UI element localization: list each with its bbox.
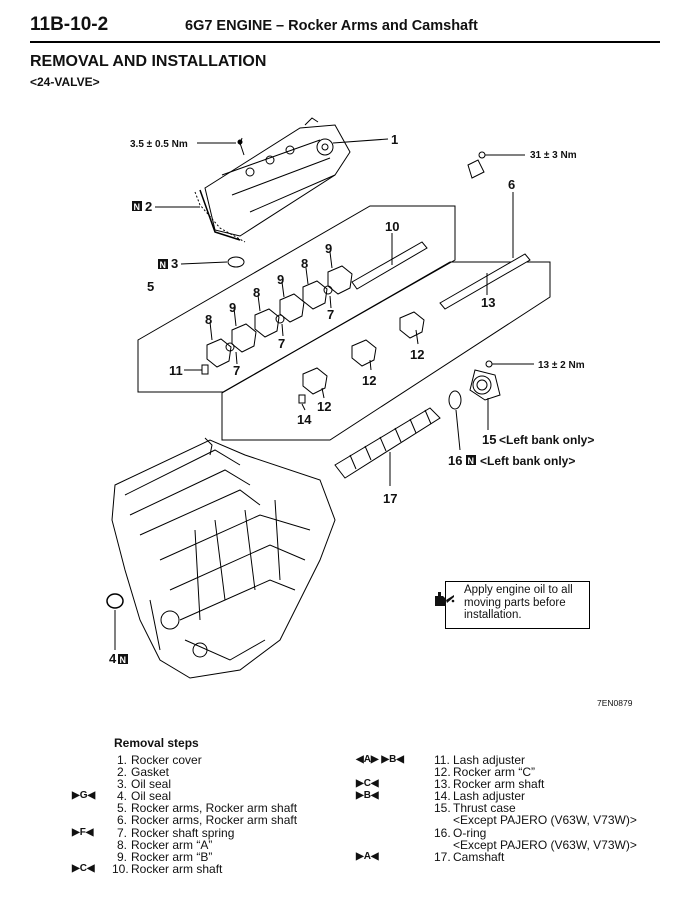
figure-code: 7EN0879 (597, 698, 633, 708)
list-item: ▶A◀17.Camshaft (356, 849, 505, 864)
callout-12: 12 (362, 373, 376, 388)
list-item: 15.Thrust case (434, 801, 516, 816)
note-text: Apply engine oil to all moving parts bef… (464, 584, 573, 621)
n-mark: N (160, 260, 167, 270)
callout-12: 12 (410, 347, 424, 362)
exploded-view-diagram: 3.5 ± 0.5 Nm 31 ± 3 Nm 13 ± 2 Nm 1 2 3 4… (106, 117, 594, 679)
callout-12: 12 (317, 399, 331, 414)
engine-block-drawing (111, 437, 336, 679)
callout-7: 7 (327, 307, 334, 322)
list-item: ▶C◀10.Rocker arm shaft (72, 861, 223, 876)
list-item: 5.Rocker arms, Rocker arm shaft (116, 801, 298, 816)
callout-16: 16 (448, 453, 462, 468)
torque-label-3: 13 ± 2 Nm (538, 360, 585, 371)
list-item: 1.Rocker cover (116, 753, 202, 767)
callout-9: 9 (277, 272, 284, 287)
callout-11: 11 (169, 363, 183, 378)
list-item: ▶C◀13.Rocker arm shaft (356, 777, 545, 792)
list-item: 9.Rocker arm “B” (116, 849, 213, 864)
callout-7: 7 (233, 363, 240, 378)
callout-1: 1 (391, 132, 398, 147)
callout-15-note: <Left bank only> (499, 433, 594, 447)
list-item: <Except PAJERO (V63W, V73W)> (453, 837, 637, 852)
callout-7: 7 (278, 336, 285, 351)
callout-5: 5 (147, 279, 154, 294)
n-mark: N (120, 655, 127, 665)
page-number: 11B-10-2 (30, 14, 109, 35)
removal-steps-left: 1.Rocker cover 2.Gasket 3.Oil seal ▶G◀4.… (72, 754, 297, 875)
list-item: 8.Rocker arm “A” (116, 837, 213, 852)
rocker-cover-drawing (194, 117, 351, 243)
list-item: 16.O-ring (434, 825, 487, 840)
list-item: <Except PAJERO (V63W, V73W)> (453, 813, 637, 828)
callout-14: 14 (297, 412, 312, 427)
camshaft-drawing (334, 407, 441, 479)
callout-9: 9 (325, 241, 332, 256)
rocker-arms (206, 265, 425, 395)
callout-6: 6 (508, 177, 515, 192)
list-item: 12.Rocker arm “C” (434, 765, 536, 780)
callout-9: 9 (229, 300, 236, 315)
section-title: REMOVAL AND INSTALLATION (30, 53, 267, 70)
torque-label-2: 31 ± 3 Nm (530, 150, 577, 161)
page-header-title: 6G7 ENGINE – Rocker Arms and Camshaft (185, 18, 478, 34)
list-item: 3.Oil seal (116, 777, 172, 792)
callout-8: 8 (205, 312, 212, 327)
oil-can-icon (435, 592, 455, 606)
list-item: ◀A▶ ▶B◀11.Lash adjuster (356, 753, 526, 767)
callout-13: 13 (481, 295, 495, 310)
callout-4: 4 (109, 651, 117, 666)
n-mark: N (468, 456, 475, 466)
list-item: ▶B◀14.Lash adjuster (356, 789, 526, 804)
variant-label: <24-VALVE> (30, 75, 100, 89)
callout-2: 2 (145, 199, 152, 214)
list-item: 2.Gasket (116, 765, 170, 780)
removal-steps-title: Removal steps (114, 736, 199, 750)
torque-label-1: 3.5 ± 0.5 Nm (130, 139, 188, 150)
callout-8: 8 (253, 285, 260, 300)
n-mark: N (134, 202, 141, 212)
n-marks: N N N N (118, 201, 476, 665)
callout-8: 8 (301, 256, 308, 271)
header-rule (30, 41, 660, 43)
callout-3: 3 (171, 256, 178, 271)
callout-16-note: <Left bank only> (480, 454, 575, 468)
list-item: ▶G◀4.Oil seal (72, 789, 172, 804)
list-item: ▶F◀7.Rocker shaft spring (72, 825, 235, 840)
removal-steps-right: ◀A▶ ▶B◀11.Lash adjuster 12.Rocker arm “C… (356, 754, 637, 863)
callout-10: 10 (385, 219, 399, 234)
callout-15: 15 (482, 432, 496, 447)
list-item: 6.Rocker arms, Rocker arm shaft (116, 813, 298, 828)
callout-17: 17 (383, 491, 397, 506)
